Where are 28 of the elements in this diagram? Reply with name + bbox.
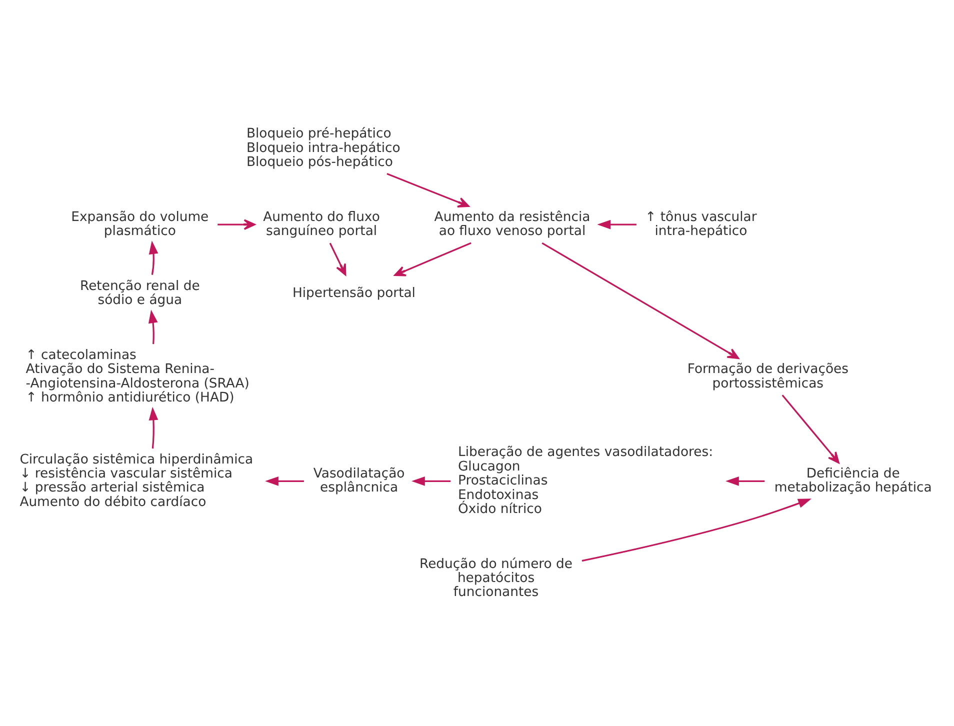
arrow	[329, 242, 346, 276]
node-text: Retenção renal de sódio e água	[80, 278, 200, 308]
arrow	[411, 476, 451, 486]
node-text: ↑ catecolaminas Ativação do Sistema Renina- -Angiotensina-Aldosterona (SRAA) ↑ hormônio antidiurético (HAD)	[26, 347, 250, 405]
arrow	[394, 242, 472, 276]
node-text: Bloqueio pré-hepático Bloqueio intra-hepático Bloqueio pós-hepático	[246, 126, 400, 170]
arrow	[542, 242, 740, 359]
node-text: Deficiência de metabolização hepática	[774, 466, 932, 496]
arrow	[148, 309, 158, 344]
arrow	[218, 218, 256, 230]
node-text: Expansão do volume plasmático	[71, 209, 209, 239]
node-text: Aumento do fluxo sanguíneo portal	[263, 209, 380, 239]
arrow	[148, 406, 158, 448]
node-text: Hipertensão portal	[292, 285, 416, 300]
arrow	[725, 476, 765, 486]
node-text: ↑ tônus vascular intra-hepático	[645, 209, 757, 239]
arrow	[597, 219, 636, 229]
node-text: Formação de derivações portossistêmicas	[687, 362, 848, 391]
arrow	[265, 476, 304, 486]
arrow	[386, 172, 470, 207]
node-text: Vasodilatação esplâncnica	[313, 466, 405, 496]
arrow	[148, 240, 158, 274]
node-text: Circulação sistêmica hiperdinâmica ↓ resistência vascular sistêmica ↓ pressão arterial sistêmica Aumento do débito cardíaco	[20, 452, 254, 510]
arrow	[782, 394, 840, 464]
node-text: Liberação de agentes vasodilatadores: Glucagon Prostaciclinas Endotoxinas Óxido nítrico	[458, 444, 714, 517]
node-text: Aumento da resistência ao fluxo venoso portal	[434, 209, 590, 239]
arrow	[582, 498, 812, 562]
node-text: Redução do número de hepatócitos funcionantes	[420, 556, 573, 600]
